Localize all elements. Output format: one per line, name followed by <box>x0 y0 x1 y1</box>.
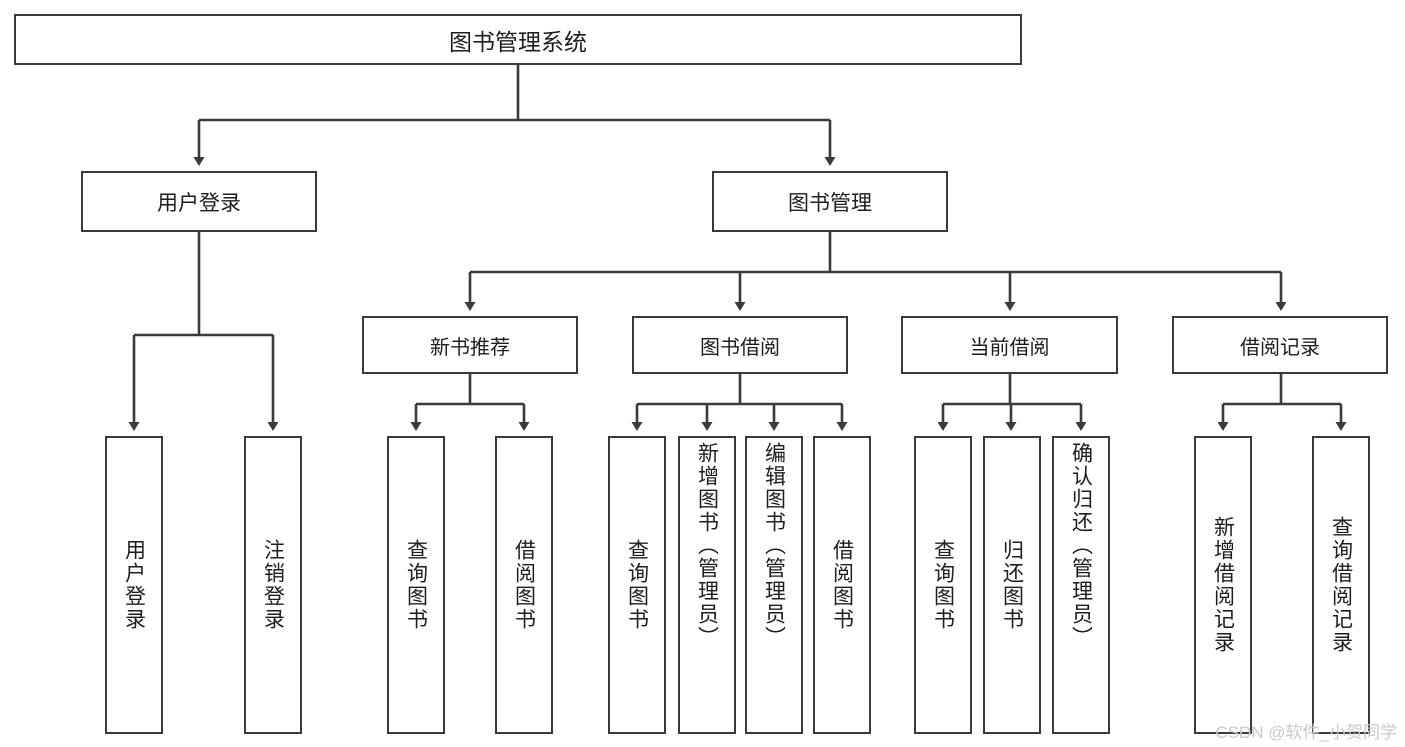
leaf-label: 注销登录 <box>261 539 285 631</box>
node-new-book-recommend[interactable]: 新书推荐 <box>362 316 578 374</box>
leaf-label: 归还图书 <box>1000 539 1024 631</box>
node-user-login[interactable]: 用户登录 <box>81 171 317 232</box>
node-book-management[interactable]: 图书管理 <box>712 171 948 232</box>
leaf-user-login[interactable]: 用户登录 <box>105 436 163 734</box>
leaf-query-borrow-record[interactable]: 查询借阅记录 <box>1312 436 1370 734</box>
leaf-label: 查询借阅记录 <box>1329 516 1353 654</box>
node-label: 图书管理系统 <box>449 28 587 55</box>
leaf-label: 借阅图书 <box>512 539 536 631</box>
csdn-watermark: CSDN @软件_小贺同学 <box>1215 723 1397 742</box>
node-label: 用户登录 <box>157 191 241 215</box>
node-book-borrow[interactable]: 图书借阅 <box>632 316 848 374</box>
leaf-label: 查询图书 <box>404 539 428 631</box>
node-label: 图书管理 <box>788 191 872 215</box>
leaf-label: 编辑图书（管理员） <box>762 442 786 649</box>
leaf-label: 用户登录 <box>122 539 146 631</box>
leaf-edit-book-admin[interactable]: 编辑图书（管理员） <box>745 436 803 734</box>
leaf-return-book[interactable]: 归还图书 <box>983 436 1041 734</box>
leaf-query-book-recommend[interactable]: 查询图书 <box>387 436 445 734</box>
leaf-label: 确认归还（管理员） <box>1069 442 1093 649</box>
leaf-label: 查询图书 <box>931 539 955 631</box>
leaf-confirm-return-admin[interactable]: 确认归还（管理员） <box>1052 436 1110 734</box>
leaf-add-borrow-record[interactable]: 新增借阅记录 <box>1194 436 1252 734</box>
leaf-label: 新增图书（管理员） <box>695 442 719 649</box>
leaf-query-book-current[interactable]: 查询图书 <box>914 436 972 734</box>
node-current-borrow[interactable]: 当前借阅 <box>901 316 1118 374</box>
leaf-label: 新增借阅记录 <box>1211 516 1235 654</box>
node-label: 当前借阅 <box>969 336 1050 359</box>
leaf-logout[interactable]: 注销登录 <box>244 436 302 734</box>
leaf-borrow-book[interactable]: 借阅图书 <box>813 436 871 734</box>
node-label: 借阅记录 <box>1240 336 1320 359</box>
leaf-label: 借阅图书 <box>830 539 854 631</box>
leaf-borrow-book-recommend[interactable]: 借阅图书 <box>495 436 553 734</box>
node-borrow-record[interactable]: 借阅记录 <box>1172 316 1388 374</box>
leaf-query-book[interactable]: 查询图书 <box>608 436 666 734</box>
node-root-system[interactable]: 图书管理系统 <box>14 14 1022 65</box>
leaf-add-book-admin[interactable]: 新增图书（管理员） <box>678 436 736 734</box>
node-label: 图书借阅 <box>700 336 780 359</box>
node-label: 新书推荐 <box>430 336 510 359</box>
leaf-label: 查询图书 <box>625 539 649 631</box>
